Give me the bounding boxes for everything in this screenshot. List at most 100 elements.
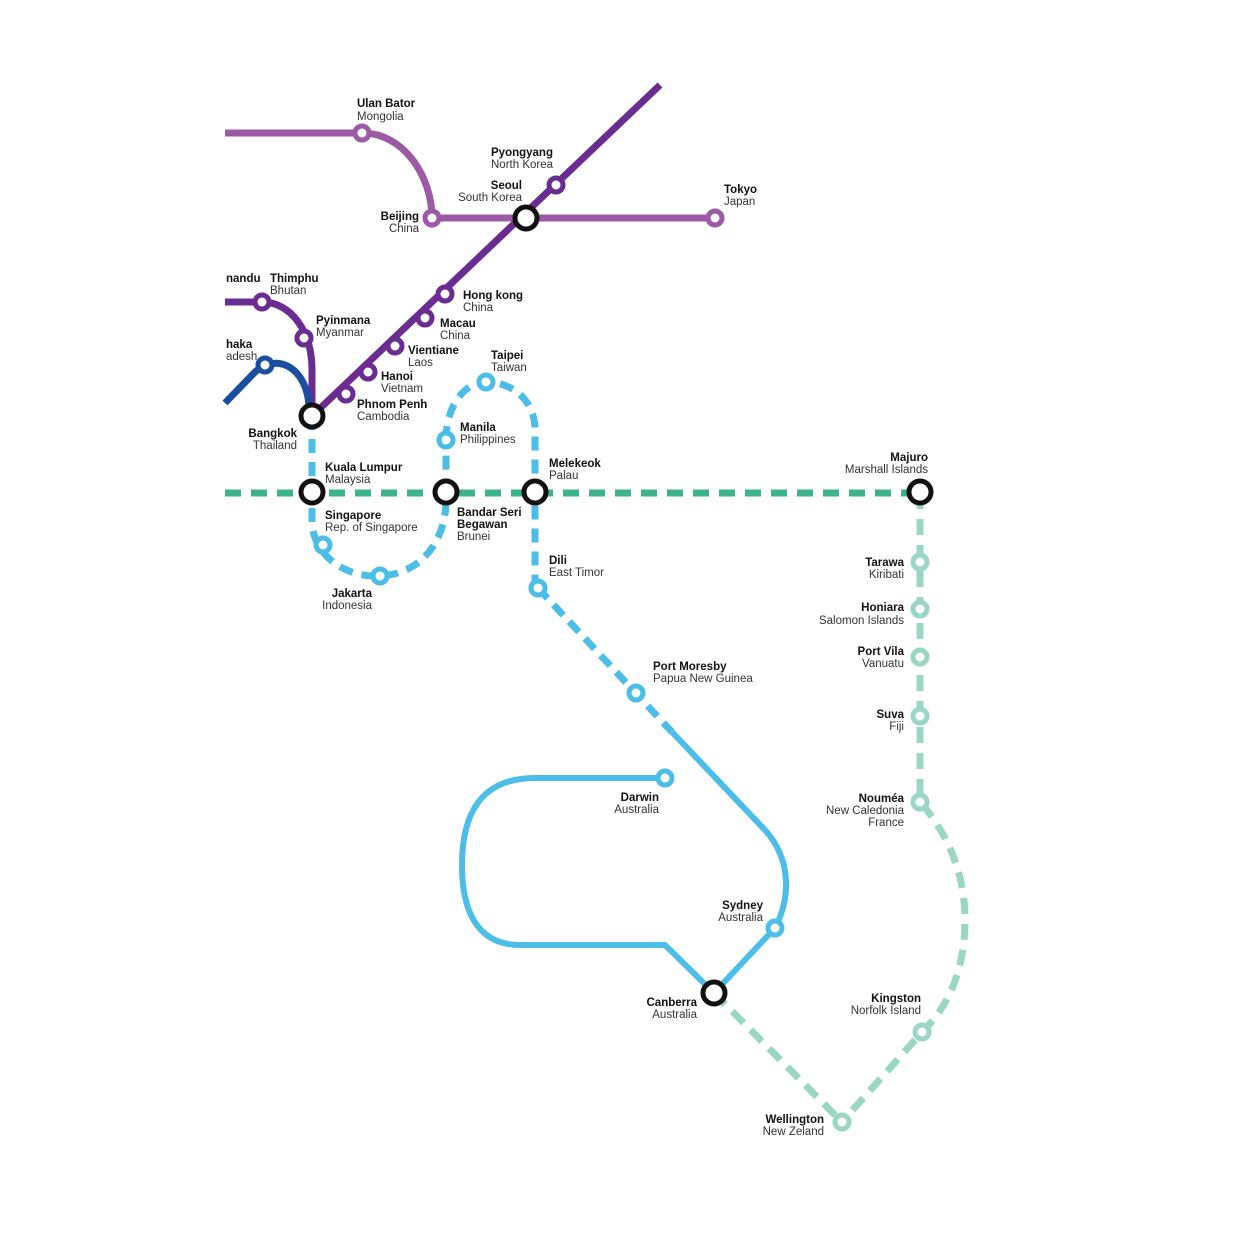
station-label-name: Sydney — [722, 900, 764, 912]
tasman-line — [711, 990, 845, 1125]
station-marker-ulan-bator[interactable] — [352, 123, 372, 143]
station-marker-tokyo[interactable] — [705, 208, 725, 228]
station-marker-wellington[interactable] — [832, 1112, 852, 1132]
station-label-name: Pyinmana — [316, 315, 371, 327]
bangladesh-line — [222, 359, 313, 406]
station-label-name: Taipei — [491, 350, 523, 362]
station-label-name: Tokyo — [724, 184, 757, 196]
station-marker-suva[interactable] — [910, 706, 930, 726]
pacific-line — [839, 493, 969, 1125]
station-label-name: Honiara — [861, 602, 904, 614]
station-label-name: Seoul — [491, 180, 522, 192]
station-label-name: Singapore — [325, 510, 381, 522]
station-label-country: Philippines — [460, 434, 516, 446]
station-label-country: Marshall Islands — [845, 464, 928, 476]
station-label-country: East Timor — [549, 567, 604, 579]
station-label-name: Wellington — [765, 1114, 824, 1126]
interchange-marker-bangkok[interactable] — [298, 402, 326, 430]
station-label-country: Bhutan — [270, 285, 306, 297]
station-label-country: Australia — [652, 1009, 697, 1021]
station-marker-vientiane[interactable] — [385, 336, 405, 356]
station-label-country: New Zeland — [763, 1126, 824, 1138]
taiwan-loop-line — [442, 378, 539, 588]
station-marker-macau[interactable] — [415, 308, 435, 328]
station-label-name: Dili — [549, 555, 567, 567]
station-marker-phnom-penh[interactable] — [336, 384, 356, 404]
indonesia-loop-line — [308, 416, 450, 580]
interchange-marker-canberra[interactable] — [700, 979, 728, 1007]
station-label-name: Hong kong — [463, 290, 523, 302]
station-label-country: Cambodia — [357, 411, 410, 423]
station-label-name: Canberra — [647, 997, 698, 1009]
map-stations — [252, 123, 934, 1132]
australia-line-solid — [459, 729, 790, 996]
station-label-name: haka — [226, 339, 253, 351]
mongolia-japan-line — [225, 129, 715, 222]
station-label-name: Kuala Lumpur — [325, 462, 403, 474]
station-marker-dhaka[interactable] — [255, 355, 275, 375]
station-marker-honiara[interactable] — [910, 599, 930, 619]
station-label-name: nandu — [226, 273, 261, 285]
australia-line-dashed — [535, 585, 675, 735]
station-marker-taipei[interactable] — [476, 372, 496, 392]
station-marker-pyongyang[interactable] — [546, 175, 566, 195]
station-label-country: Thailand — [253, 440, 297, 452]
station-label-name: Pyongyang — [491, 147, 553, 159]
station-marker-hanoi[interactable] — [358, 362, 378, 382]
station-label-country: Australia — [614, 804, 659, 816]
interchange-marker-bandar-seri-begawan[interactable] — [432, 478, 460, 506]
station-label-name: Tarawa — [865, 557, 904, 569]
station-marker-manila[interactable] — [436, 430, 456, 450]
station-marker-thimphu[interactable] — [252, 292, 272, 312]
interchange-marker-seoul[interactable] — [512, 204, 540, 232]
station-marker-kingston[interactable] — [912, 1022, 932, 1042]
station-label-country: Taiwan — [491, 362, 527, 374]
station-marker-jakarta[interactable] — [370, 566, 390, 586]
station-label-name: Melekeok — [549, 458, 601, 470]
station-label-country: Myanmar — [316, 327, 364, 339]
station-label-name: Manila — [460, 422, 496, 434]
interchange-marker-majuro[interactable] — [906, 478, 934, 506]
station-marker-noumea[interactable] — [910, 792, 930, 812]
station-label-name: Kingston — [871, 993, 921, 1005]
station-label-country: Salomon Islands — [819, 615, 904, 627]
station-label-name: Bandar Seri — [457, 507, 522, 519]
station-label-name: Majuro — [890, 452, 928, 464]
station-label-country: Japan — [724, 196, 755, 208]
station-label-name: Nouméa — [859, 793, 905, 805]
station-label-name: Port Vila — [858, 646, 905, 658]
interchange-marker-melekeok[interactable] — [521, 478, 549, 506]
station-label-name-line2: Begawan — [457, 519, 508, 531]
station-marker-hong-kong[interactable] — [435, 284, 455, 304]
station-label-name: Suva — [877, 709, 905, 721]
station-label-country: Australia — [718, 912, 763, 924]
station-marker-singapore[interactable] — [313, 535, 333, 555]
station-marker-sydney[interactable] — [765, 918, 785, 938]
station-label-name: Macau — [440, 318, 476, 330]
station-marker-tarawa[interactable] — [910, 552, 930, 572]
station-label-country: Palau — [549, 470, 578, 482]
station-label-country: Norfolk Island — [851, 1005, 921, 1017]
station-label-name: Phnom Penh — [357, 399, 427, 411]
station-marker-beijing[interactable] — [422, 208, 442, 228]
station-marker-port-moresby[interactable] — [626, 683, 646, 703]
station-label-name: Beijing — [381, 211, 419, 223]
station-marker-dili[interactable] — [528, 578, 548, 598]
interchange-marker-kuala-lumpur[interactable] — [298, 478, 326, 506]
station-marker-pyinmana[interactable] — [294, 328, 314, 348]
station-label-country: Laos — [408, 357, 433, 369]
station-label-country: North Korea — [491, 159, 554, 171]
station-label-country: Rep. of Singapore — [325, 522, 418, 534]
station-label-name: Thimphu — [270, 273, 319, 285]
station-label-country: Mongolia — [357, 111, 404, 123]
station-label-country: Malaysia — [325, 474, 371, 486]
station-label-country: Vietnam — [381, 383, 423, 395]
station-marker-port-vila[interactable] — [910, 647, 930, 667]
station-label-country: China — [440, 330, 471, 342]
station-marker-darwin[interactable] — [655, 768, 675, 788]
station-label-country: Indonesia — [322, 600, 372, 612]
station-label-country: South Korea — [458, 192, 523, 204]
station-label-name: Darwin — [621, 792, 659, 804]
